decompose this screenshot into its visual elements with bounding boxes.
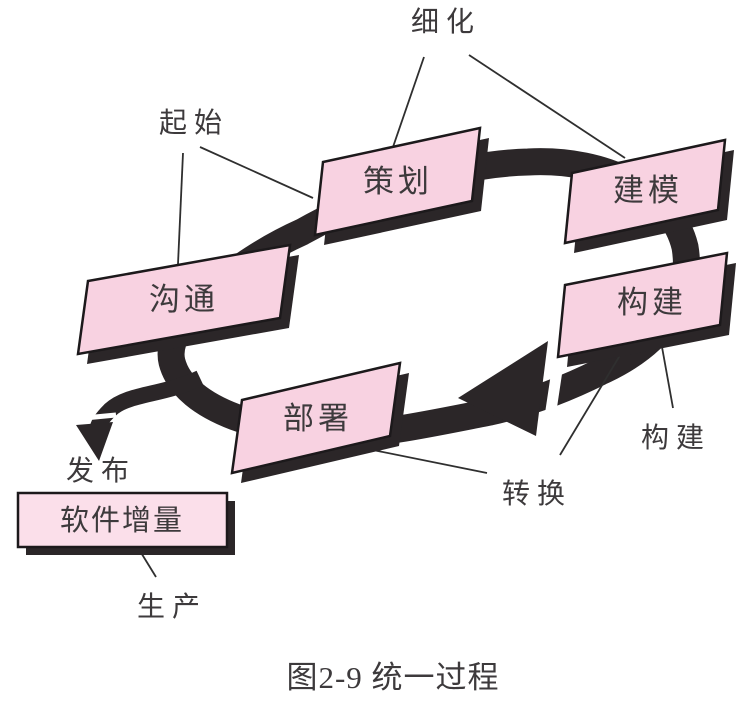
figure-caption: 图2-9 统一过程 [286, 660, 499, 695]
leader-increment-to-production [139, 550, 157, 578]
box-planning [313, 126, 482, 237]
leader-transition-to-deployment [367, 448, 488, 474]
label-construction-phase: 构建 [641, 422, 711, 454]
box-modeling-label: 建模 [613, 173, 683, 208]
box-communication-label: 沟通 [149, 282, 219, 317]
box-construction [556, 251, 729, 359]
label-transition: 转换 [502, 478, 572, 510]
loop-direction-arrowhead [458, 341, 548, 436]
box-deployment-group: 部署 [230, 361, 409, 483]
leader-elaboration-to-modeling [468, 54, 626, 159]
leader-inception-to-communication [177, 152, 184, 265]
label-release: 发布 [66, 455, 136, 487]
box-construction-group: 构建 [556, 251, 736, 367]
leader-inception-to-planning [199, 146, 314, 199]
box-communication-group: 沟通 [76, 243, 299, 364]
leader-elaboration-to-planning [392, 56, 425, 148]
band-notch-release [73, 412, 117, 422]
box-modeling [563, 138, 727, 245]
box-software-increment-label: 软件增量 [60, 504, 184, 537]
leader-construction-box-to-label [661, 346, 674, 409]
label-production: 生产 [137, 591, 207, 623]
release-arrowhead [76, 422, 113, 461]
leader-transition-to-construction [559, 351, 623, 456]
box-modeling-group: 建模 [563, 138, 734, 253]
box-planning-label: 策划 [363, 164, 433, 199]
box-software-increment [16, 491, 229, 549]
box-construction-label: 构建 [617, 285, 687, 320]
box-planning-group: 策划 [313, 126, 489, 245]
label-inception: 起始 [159, 107, 229, 139]
label-elaboration: 细化 [411, 6, 481, 38]
box-deployment [230, 361, 402, 475]
box-deployment-label: 部署 [283, 401, 353, 436]
box-software-increment-group: 软件增量 [16, 491, 235, 555]
box-communication [76, 243, 292, 356]
